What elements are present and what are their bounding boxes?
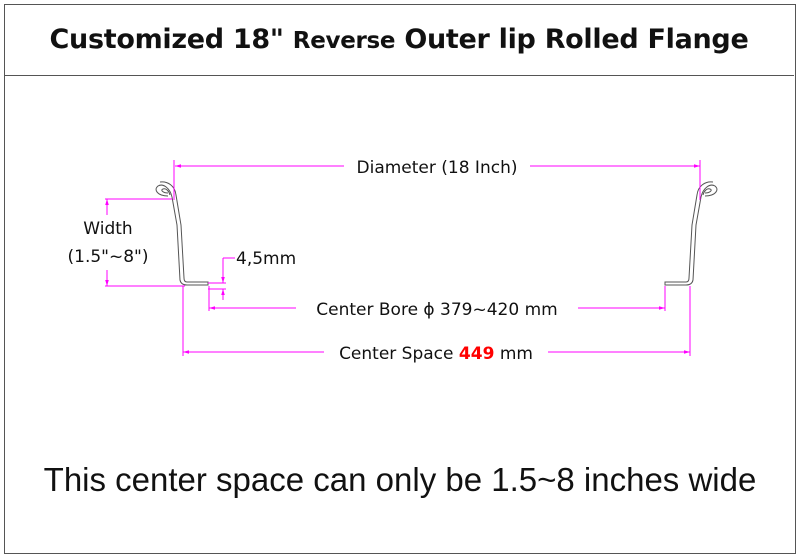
dimension-lines [105, 160, 701, 356]
center-space-value: 449 [459, 344, 495, 364]
center-space-label: Center Space 449 mm [339, 344, 533, 364]
width-range-label: (1.5"~8") [68, 247, 149, 267]
title-part-size: Customized 18" [49, 24, 284, 55]
title-part-type: Outer lip Rolled Flange [404, 24, 749, 55]
right-flange-profile [664, 181, 718, 286]
diameter-label: Diameter (18 Inch) [357, 158, 518, 178]
width-note: This center space can only be 1.5~8 inch… [43, 461, 757, 498]
title-part-reverse: Reverse [292, 28, 396, 54]
page-title: Customized 18" Reverse Outer lip Rolled … [50, 24, 749, 55]
title-bar: Customized 18" Reverse Outer lip Rolled … [4, 4, 794, 76]
left-flange-profile [155, 181, 209, 286]
thickness-label: 4,5mm [236, 249, 296, 269]
center-bore-label: Center Bore ϕ 379~420 mm [316, 300, 557, 320]
width-label: Width [83, 219, 132, 239]
drawing-frame [4, 4, 796, 554]
